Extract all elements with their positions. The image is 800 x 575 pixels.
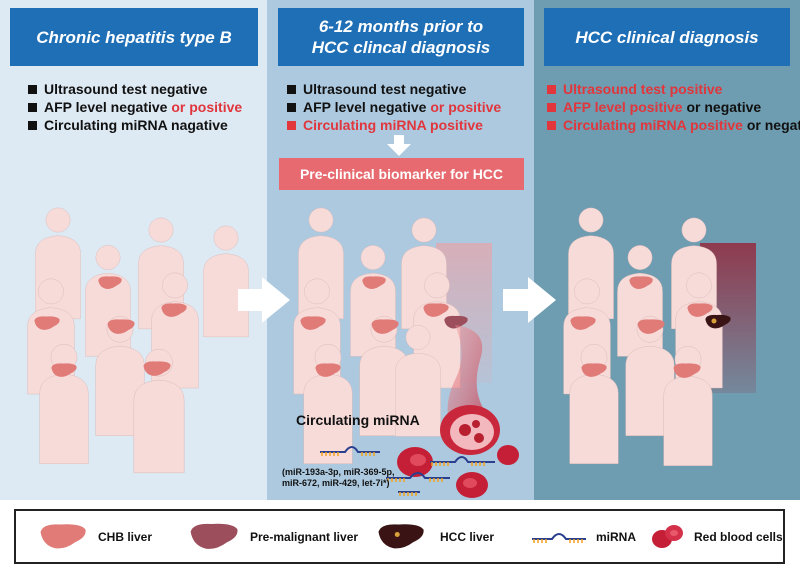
panel-preclinical-title-line1: 6-12 months prior to (318, 17, 484, 36)
down-arrow-icon (387, 135, 411, 156)
panel-preclinical-title: 6-12 months prior to HCC clincal diagnos… (278, 8, 524, 66)
bullet-text: or positive (171, 99, 243, 115)
bullet-text: AFP level positive (563, 99, 687, 115)
circulating-mirna-title: Circulating miRNA (296, 412, 420, 428)
panel-preclinical-title-line2: HCC clincal diagnosis (311, 38, 491, 57)
bullet-text: or negative (746, 117, 800, 133)
red-blood-cells (397, 445, 519, 498)
mirna-strands (320, 446, 495, 493)
legend-label-mirna: miRNA (596, 529, 637, 544)
bullet-item: Circulating miRNA positive (287, 116, 501, 134)
bullet-item: AFP level negative or positive (28, 98, 242, 116)
legend-item-red-blood-cells: Red blood cells (650, 511, 783, 562)
mirna-list-line1: (miR-193a-3p, miR-369-5p, (282, 467, 395, 477)
bullet-square-icon (547, 84, 556, 94)
legend-item-mirna: miRNA (530, 511, 636, 562)
people-group-chb (27, 207, 250, 474)
tumor-spot (711, 318, 717, 324)
legend-label-chb-liver: CHB liver (98, 529, 153, 544)
legend-item-hcc-liver: HCC liver (376, 511, 494, 562)
bullet-square-icon (287, 102, 296, 112)
legend-label-red-blood-cells: Red blood cells (694, 529, 783, 544)
hcc-liver-icon (378, 523, 424, 548)
right-arrow-icon (238, 277, 290, 323)
panel-chb-title: Chronic hepatitis type B (10, 8, 258, 66)
bullet-text: Ultrasound test negative (303, 81, 467, 97)
bullet-text: Circulating miRNA positive (303, 117, 483, 133)
chb-liver-icon (40, 523, 86, 548)
bullet-square-icon (28, 120, 37, 130)
preclinical-biomarker-callout: Pre-clinical biomarker for HCC (279, 158, 524, 190)
bullet-square-icon (287, 84, 296, 94)
legend: CHB liver Pre-malignant liver HCC liver … (14, 509, 785, 564)
legend-label-hcc-liver: HCC liver (440, 529, 495, 544)
legend-item-premalignant-liver: Pre-malignant liver (188, 511, 358, 562)
premalignant-liver-icon (190, 523, 238, 549)
bullet-item: Circulating miRNA nagative (28, 116, 242, 134)
bullet-text: AFP level negative (303, 99, 431, 115)
bullet-text: AFP level negative (44, 99, 172, 115)
legend-item-chb-liver: CHB liver (38, 511, 152, 562)
bullet-text: Circulating miRNA positive (563, 117, 747, 133)
bullet-text: Ultrasound test positive (563, 81, 723, 97)
legend-label-premalignant-liver: Pre-malignant liver (250, 529, 359, 544)
bullet-square-icon (28, 84, 37, 94)
bullet-item: AFP level negative or positive (287, 98, 501, 116)
bullet-item: Ultrasound test negative (28, 80, 242, 98)
mirna-list-line2: miR-672, miR-429, let-7i*) (282, 478, 390, 488)
bullet-square-icon (287, 120, 296, 130)
bullet-text: Ultrasound test negative (44, 81, 208, 97)
right-arrow-icon-2 (503, 277, 556, 323)
mirna-strand-ticks (321, 452, 485, 496)
bullet-item: Ultrasound test negative (287, 80, 501, 98)
red-blood-cell-icon (652, 524, 683, 548)
bullet-square-icon (547, 120, 556, 130)
bullet-square-icon (547, 102, 556, 112)
bullet-text: Circulating miRNA nagative (44, 117, 228, 133)
bullet-square-icon (28, 102, 37, 112)
people-group-hcc (563, 207, 723, 467)
population-illustration (27, 207, 756, 498)
bullet-text: or positive (430, 99, 502, 115)
panel-hcc-title: HCC clinical diagnosis (544, 8, 790, 66)
blood-vessel-icon (440, 405, 500, 455)
bullet-item: Circulating miRNA positive or negative (547, 116, 800, 134)
bullet-item: Ultrasound test positive (547, 80, 800, 98)
bullet-text: or negative (686, 99, 762, 115)
mirna-icon (532, 532, 586, 543)
mirna-candidate-list: (miR-193a-3p, miR-369-5p, miR-672, miR-4… (282, 467, 395, 489)
bullet-item: AFP level positive or negative (547, 98, 800, 116)
